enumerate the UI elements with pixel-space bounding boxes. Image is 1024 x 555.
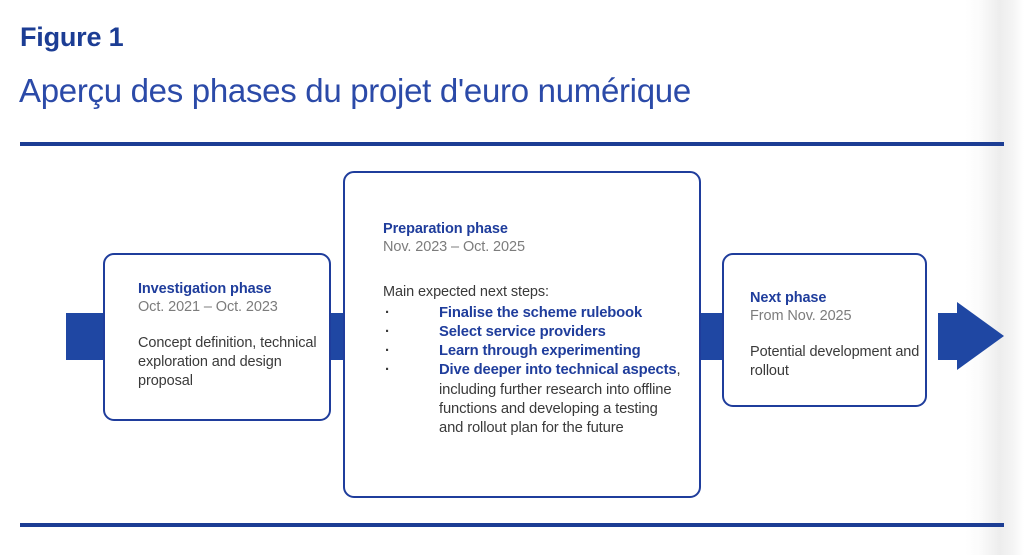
list-item: · Dive deeper into technical aspects, inc…: [383, 361, 683, 438]
divider-top: [20, 142, 1004, 146]
phase-title-next: Next phase: [750, 290, 827, 306]
figure-title: Aperçu des phases du projet d'euro numér…: [19, 72, 691, 109]
phase-content-next: Next phase From Nov. 2025 Potential deve…: [750, 290, 925, 381]
bullet-icon: ·: [385, 343, 390, 360]
bullet-icon: ·: [385, 323, 390, 340]
phase-box-next[interactable]: Next phase From Nov. 2025 Potential deve…: [722, 253, 927, 407]
phase-dates-preparation: Nov. 2023 – Oct. 2025: [383, 238, 525, 255]
phase-title-preparation: Preparation phase: [383, 221, 508, 237]
figure-label: Figure 1: [20, 22, 124, 52]
step-tail: , including further research into offlin…: [439, 362, 681, 437]
divider-bottom: [20, 523, 1004, 527]
next-steps-list: · Finalise the scheme rulebook · Select se…: [383, 304, 683, 439]
step-bold: Select service providers: [439, 323, 606, 340]
list-item: · Learn through experimenting: [383, 342, 683, 361]
bullet-icon: ·: [385, 362, 390, 379]
phase-box-preparation[interactable]: Preparation phase Nov. 2023 – Oct. 2025 …: [343, 171, 701, 498]
list-item: · Select service providers: [383, 323, 683, 342]
step-bold: Finalise the scheme rulebook: [439, 304, 643, 321]
phase-body-next: Potential development and rollout: [750, 343, 920, 379]
phase-body-investigation: Concept definition, technical exploratio…: [138, 334, 317, 389]
next-steps-lead: Main expected next steps:: [383, 283, 549, 300]
list-item: · Finalise the scheme rulebook: [383, 304, 683, 323]
phase-box-investigation[interactable]: Investigation phase Oct. 2021 – Oct. 202…: [103, 253, 331, 421]
phase-dates-next: From Nov. 2025: [750, 307, 852, 324]
step-bold: Learn through experimenting: [439, 343, 641, 360]
phase-dates-investigation: Oct. 2021 – Oct. 2023: [138, 298, 278, 315]
phase-content-investigation: Investigation phase Oct. 2021 – Oct. 202…: [138, 281, 318, 391]
bullet-icon: ·: [385, 304, 390, 321]
phase-content-preparation: Preparation phase Nov. 2023 – Oct. 2025 …: [383, 221, 683, 438]
arrow-right-icon: [957, 302, 1004, 370]
step-bold: Dive deeper into technical aspects: [439, 362, 677, 379]
phase-title-investigation: Investigation phase: [138, 281, 272, 297]
